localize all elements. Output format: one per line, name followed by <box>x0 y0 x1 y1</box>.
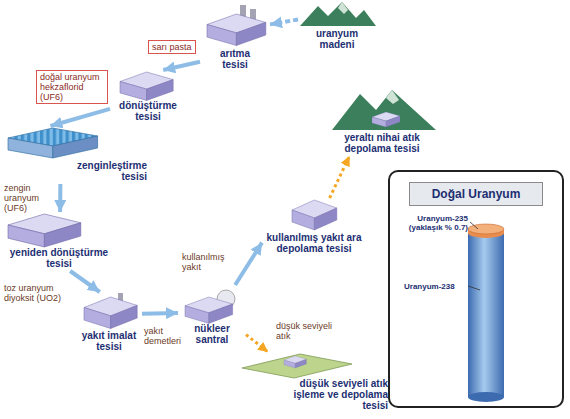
enrichment-icon <box>8 128 98 158</box>
flow-arrow <box>270 20 298 25</box>
mine-node: uranyum madeni <box>298 2 376 52</box>
flow-arrow <box>58 184 62 212</box>
node-label: arıtma tesisi <box>210 48 260 70</box>
uranium-cylinder <box>468 222 504 402</box>
building-shape <box>372 112 400 127</box>
isotope-label: Uranyum-235 (yaklaşık % 0.7) <box>396 214 468 232</box>
panel-heading: Doğal Uranyum <box>409 182 543 206</box>
repository-node: yeraltı nihai atık depolama tesisi <box>326 86 438 156</box>
facility-node: zenginleştirme tesisi <box>5 126 147 184</box>
facility-node: dönüştürme tesisi <box>110 70 186 124</box>
flow-arrow <box>50 109 110 126</box>
node-label: uranyum madeni <box>307 28 367 50</box>
edge-label: toz uranyum diyoksit (UO2) <box>4 283 66 303</box>
flow-arrow <box>163 62 200 70</box>
repository-icon <box>332 90 436 130</box>
building-shape <box>120 72 173 101</box>
edge-label: doğal uranyum hekzaflorid (UF6) <box>36 70 108 104</box>
isotope-label: Uranyum-238 <box>404 282 455 291</box>
building-shape <box>284 356 306 368</box>
building-shape <box>8 214 81 247</box>
refinery-icon <box>207 5 266 46</box>
node-label: kullanılmış yakıt ara depolama tesisi <box>264 232 364 254</box>
node-label: zenginleştirme tesisi <box>55 160 147 182</box>
waste-arrow <box>330 156 350 198</box>
cylinder-body <box>468 232 504 397</box>
flow-arrow <box>142 311 178 316</box>
power-plant-node: nükleer santral <box>178 285 246 347</box>
building-shape <box>84 297 137 329</box>
fuel-plant-icon <box>84 293 137 329</box>
node-label: yakıt imalat tesisi <box>78 330 140 352</box>
mountain-highlight <box>338 2 348 14</box>
facility-node: yeniden dönüştürme tesisi <box>3 212 115 271</box>
building-shape <box>292 200 337 230</box>
low-level-waste-icon <box>242 354 352 378</box>
node-label: yeraltı nihai atık depolama tesisi <box>336 132 428 154</box>
edge-label: zengin uranyum (UF6) <box>4 183 48 213</box>
leader-line <box>468 286 480 290</box>
facility-node: yakıt imalat tesisi <box>76 292 142 354</box>
storage-node: kullanılmış yakıt ara depolama tesisi <box>262 198 366 256</box>
leader-line <box>470 222 478 229</box>
edge-label: yakıt demetleri <box>144 326 188 346</box>
mountain-shape <box>300 2 376 26</box>
reconversion-icon <box>8 214 81 247</box>
conversion-icon <box>120 72 173 101</box>
node-label: nükleer santral <box>180 323 244 345</box>
power-plant-icon <box>185 290 235 323</box>
edge-label: düşük seviyeli atık <box>276 321 338 341</box>
facility-node: arıtma tesisi <box>200 4 270 72</box>
edge-label: kullanılmış yakıt <box>182 252 232 272</box>
waste-node: düşük seviyeli atık işleme ve depolama t… <box>238 352 388 413</box>
building-shape <box>185 297 233 323</box>
mountain-shape <box>332 90 436 130</box>
node-label: yeniden dönüştürme tesisi <box>5 247 113 269</box>
cylinder-bottom <box>468 392 504 402</box>
mine-icon <box>300 2 376 26</box>
building-shape <box>207 14 266 46</box>
mountain-highlight <box>386 90 399 104</box>
interim-storage-icon <box>292 200 337 230</box>
flow-arrow <box>70 271 100 292</box>
node-label: dönüştürme tesisi <box>112 100 184 122</box>
waste-pad <box>242 354 352 378</box>
building-shape <box>8 128 98 158</box>
flow-arrow <box>235 243 262 285</box>
edge-label: sarı pasta <box>148 40 196 54</box>
waste-arrow <box>246 335 268 352</box>
node-label: düşük seviyeli atık işleme ve depolama t… <box>278 378 388 411</box>
